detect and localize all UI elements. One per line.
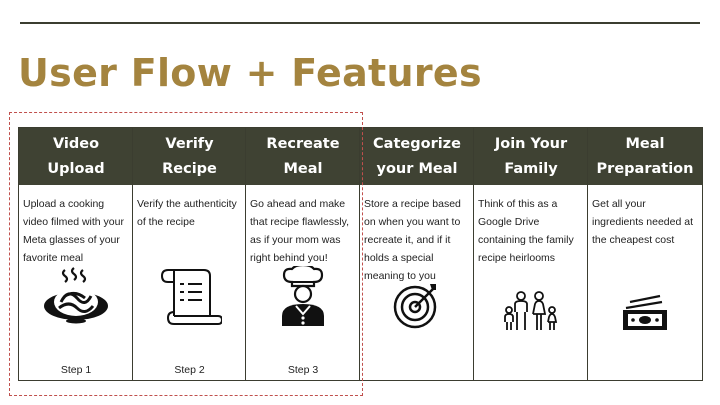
- column-heading: Categorize your Meal: [360, 128, 474, 185]
- top-divider: [20, 22, 700, 24]
- column-heading: Meal Preparation: [588, 128, 702, 185]
- feature-column-video-upload: Video Upload Upload a cooking video film…: [18, 127, 134, 381]
- target-icon: [360, 280, 474, 330]
- column-heading: Verify Recipe: [133, 128, 246, 185]
- feature-column-verify-recipe: Verify Recipe Verify the authenticity of…: [132, 127, 247, 381]
- recipe-scroll-icon: [133, 266, 246, 326]
- column-description: Get all your ingredients needed at the c…: [592, 198, 693, 246]
- feature-column-join-family: Join Your Family Think of this as a Goog…: [473, 127, 589, 381]
- column-description: Store a recipe based on when you want to…: [364, 198, 461, 282]
- column-description: Upload a cooking video filmed with your …: [23, 198, 124, 264]
- column-description: Go ahead and make that recipe flawlessly…: [250, 198, 350, 264]
- column-heading: Video Upload: [19, 128, 133, 185]
- column-description: Think of this as a Google Drive containi…: [478, 198, 574, 264]
- column-heading: Recreate Meal: [246, 128, 360, 185]
- chef-icon: [246, 266, 360, 328]
- page-title: User Flow + Features: [18, 51, 482, 95]
- step-label: Step 2: [174, 364, 205, 376]
- column-heading: Join Your Family: [474, 128, 588, 185]
- feature-column-recreate-meal: Recreate Meal Go ahead and make that rec…: [245, 127, 361, 381]
- feature-column-categorize-meal: Categorize your Meal Store a recipe base…: [359, 127, 475, 381]
- money-icon: [588, 294, 702, 332]
- step-label: Step 1: [60, 364, 92, 376]
- pasta-bowl-icon: [19, 266, 133, 326]
- family-icon: [474, 290, 588, 332]
- column-description: Verify the authenticity of the recipe: [137, 198, 237, 228]
- step-label: Step 3: [287, 364, 319, 376]
- feature-column-meal-preparation: Meal Preparation Get all your ingredient…: [587, 127, 703, 381]
